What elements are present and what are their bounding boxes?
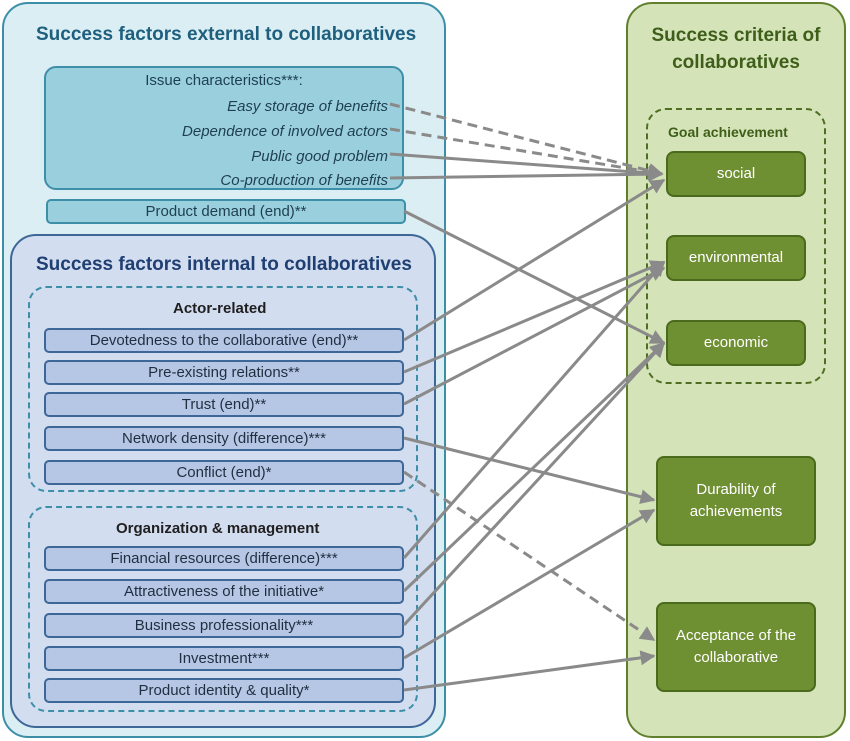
issue-characteristics-box: Issue characteristics***: Easy storage o… <box>44 66 404 190</box>
issue-item-easy-storage: Easy storage of benefits <box>227 98 388 115</box>
acceptance-box: Acceptance of the collaborative <box>656 602 816 692</box>
goal-social-box: social <box>666 151 806 197</box>
factor-financial-resources: Financial resources (difference)*** <box>44 546 404 571</box>
success-criteria-title: Success criteria of collaboratives <box>651 25 821 73</box>
factor-business-professionality: Business professionality*** <box>44 613 404 638</box>
external-factors-title: Success factors external to collaborativ… <box>36 24 417 45</box>
issue-characteristics-heading: Issue characteristics***: <box>145 72 303 89</box>
issue-item-co-production: Co-production of benefits <box>220 172 388 189</box>
factor-product-identity: Product identity & quality* <box>44 678 404 703</box>
internal-factors-title: Success factors internal to collaborativ… <box>36 254 412 275</box>
factor-attractiveness: Attractiveness of the initiative* <box>44 579 404 604</box>
factor-devotedness: Devotedness to the collaborative (end)** <box>44 328 404 353</box>
factor-pre-existing-relations: Pre-existing relations** <box>44 360 404 385</box>
actor-related-heading: Actor-related <box>173 300 267 317</box>
durability-box: Durability of achievements <box>656 456 816 546</box>
organization-management-heading: Organization & management <box>116 520 320 537</box>
goal-achievement-heading: Goal achievement <box>668 124 788 140</box>
goal-environmental-box: environmental <box>666 235 806 281</box>
issue-item-public-good: Public good problem <box>251 148 388 165</box>
factor-conflict: Conflict (end)* <box>44 460 404 485</box>
issue-item-dependence: Dependence of involved actors <box>182 123 388 140</box>
factor-investment: Investment*** <box>44 646 404 671</box>
product-demand-box: Product demand (end)** <box>46 199 406 224</box>
factor-trust: Trust (end)** <box>44 392 404 417</box>
goal-economic-box: economic <box>666 320 806 366</box>
factor-network-density: Network density (difference)*** <box>44 426 404 451</box>
